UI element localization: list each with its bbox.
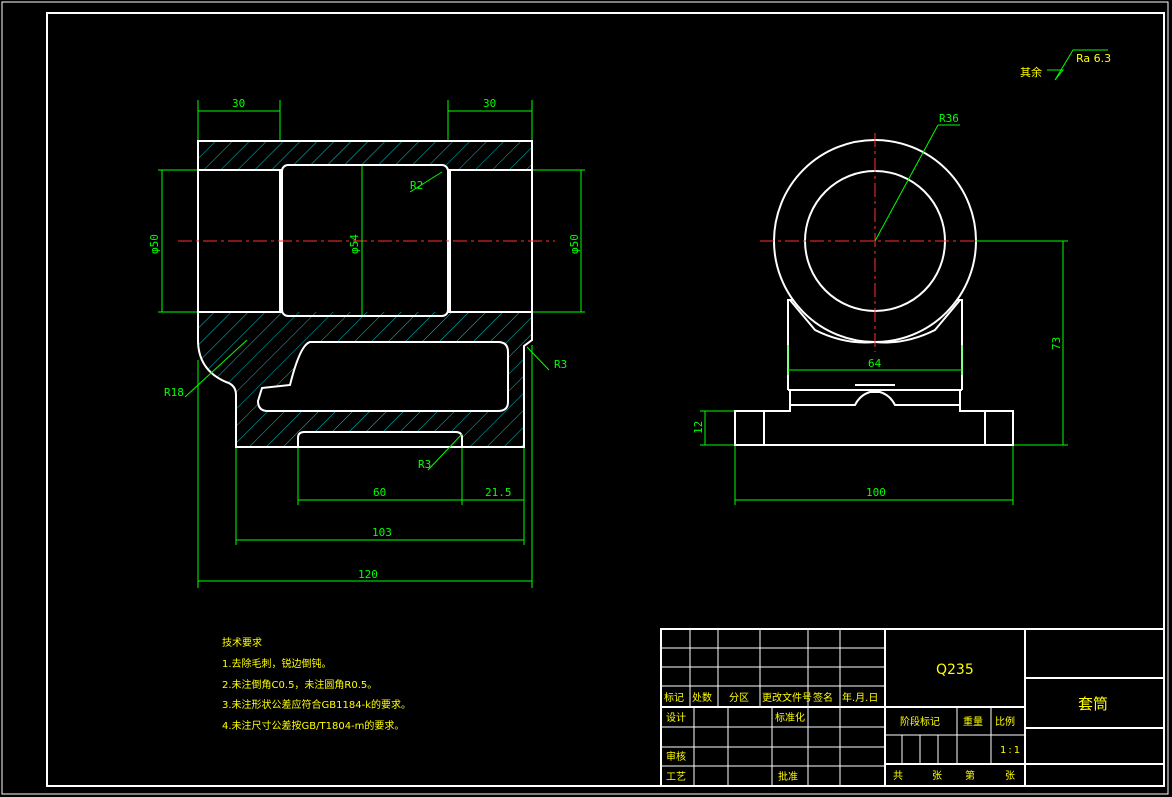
dim-r3-right: R3: [554, 358, 567, 371]
title-block: [660, 628, 1165, 787]
inner-slot: [256, 341, 509, 412]
side-dimensions: [700, 124, 1068, 505]
front-view: [178, 140, 555, 448]
tb-scale: 比例: [995, 715, 1015, 728]
tb-rev-count: 处数: [692, 691, 712, 704]
dim-120: 120: [358, 568, 378, 581]
dim-dia-right: φ50: [568, 234, 581, 254]
roughness-symbol: [1047, 49, 1108, 81]
tech-note-4: 4.未注尺寸公差按GB/T1804-m的要求。: [222, 719, 404, 732]
side-view: [734, 133, 1014, 446]
dim-dia-left: φ50: [148, 234, 161, 254]
tb-process: 工艺: [666, 771, 686, 783]
dim-r3-bottom: R3: [418, 458, 431, 471]
tb-rev-sign: 签名: [813, 691, 833, 704]
dim-r18: R18: [164, 386, 184, 399]
dim-103: 103: [372, 526, 392, 539]
roughness-value: Ra 6.3: [1076, 52, 1111, 65]
tb-rev-mark: 标记: [664, 692, 684, 704]
hatch-top: [198, 141, 532, 170]
dim-r36: R36: [939, 112, 959, 125]
tb-material: Q235: [936, 662, 974, 678]
front-dimensions: [158, 100, 585, 588]
hatch-bottom: [198, 312, 532, 447]
tb-sheet: 张: [932, 770, 942, 782]
dim-top-right: 30: [483, 97, 496, 110]
tb-page: 第: [965, 769, 975, 782]
dim-12: 12: [692, 421, 705, 434]
bottom-groove: [297, 431, 463, 447]
dim-dia-mid: φ54: [348, 234, 361, 254]
tb-stage: 阶段标记: [900, 715, 940, 728]
front-outline: [197, 140, 533, 448]
tb-rev-date: 年.月.日: [842, 691, 878, 704]
dim-top-left: 30: [232, 97, 245, 110]
tb-approve: 批准: [778, 770, 798, 783]
dim-21-5: 21.5: [485, 486, 512, 499]
dim-100: 100: [866, 486, 886, 499]
roughness-prefix: 其余: [1020, 65, 1042, 79]
tech-note-1: 1.去除毛刺，锐边倒钝。: [222, 657, 332, 670]
tb-review: 审核: [666, 750, 686, 763]
tb-rev-zone: 分区: [729, 692, 749, 704]
tb-weight: 重量: [963, 715, 983, 728]
tech-notes-title: 技术要求: [222, 636, 262, 649]
tb-standardize: 标准化: [775, 711, 805, 724]
drawing-border: [46, 12, 1165, 787]
tb-sheet2: 张: [1005, 770, 1015, 782]
dim-73: 73: [1050, 337, 1063, 350]
tb-total: 共: [893, 770, 903, 782]
tb-part-name: 套筒: [1078, 695, 1108, 713]
tb-rev-doc: 更改文件号: [762, 691, 812, 704]
tb-design: 设计: [666, 711, 686, 724]
tech-note-2: 2.未注倒角C0.5，未注圆角R0.5。: [222, 678, 377, 691]
tech-note-3: 3.未注形状公差应符合GB1184-k的要求。: [222, 698, 411, 711]
tb-scale-value: 1:1: [1000, 745, 1022, 756]
dim-64: 64: [868, 357, 882, 370]
dim-r2: R2: [410, 179, 423, 192]
dim-60: 60: [373, 486, 386, 499]
